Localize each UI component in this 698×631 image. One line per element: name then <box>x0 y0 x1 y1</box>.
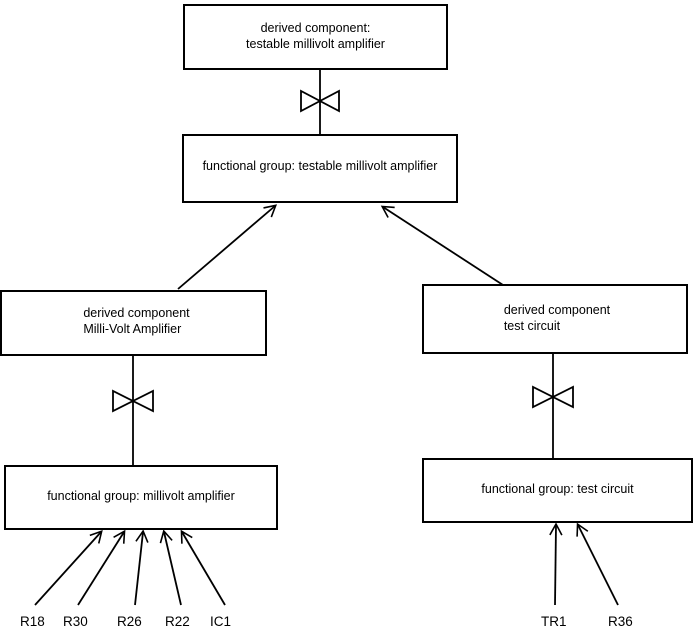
leaf-label-ic1[interactable]: IC1 <box>210 614 232 629</box>
node-functional-group-testable-millivolt-amplifier[interactable]: functional group: testable millivolt amp… <box>182 134 458 203</box>
node-derived-component-test-circuit[interactable]: derived component test circuit <box>422 284 688 354</box>
connector-tr1-to-right-fg <box>549 522 563 606</box>
connector-right-derived-to-top-fg <box>380 205 504 286</box>
connector-r18-to-left-fg <box>34 530 103 606</box>
connector-ic1-to-left-fg <box>180 529 226 606</box>
leaf-label-r26[interactable]: R26 <box>117 614 142 629</box>
node-derived-component-milli-volt-amplifier[interactable]: derived component Milli-Volt Amplifier <box>0 290 267 356</box>
node-label-line1: derived component <box>83 306 190 320</box>
bowtie-realization-icon-right <box>532 385 574 409</box>
node-label-line2: test circuit <box>503 319 561 333</box>
leaf-label-tr1[interactable]: TR1 <box>541 614 567 629</box>
node-label-line2: testable millivolt amplifier <box>246 37 385 51</box>
leaf-label-r36[interactable]: R36 <box>608 614 633 629</box>
node-label-line2: Milli-Volt Amplifier <box>83 322 182 336</box>
node-label: functional group: testable millivolt amp… <box>202 159 438 173</box>
node-label: derived component test circuit <box>504 302 610 334</box>
node-functional-group-millivolt-amplifier[interactable]: functional group: millivolt amplifier <box>4 465 278 530</box>
leaf-label-r18[interactable]: R18 <box>20 614 45 629</box>
connector-left-derived-to-top-fg <box>177 204 278 290</box>
leaf-label-r22[interactable]: R22 <box>165 614 190 629</box>
bowtie-realization-icon-top <box>300 89 340 113</box>
connector-r26-to-left-fg <box>134 529 149 606</box>
node-derived-component-testable-millivolt-amplifier[interactable]: derived component: testable millivolt am… <box>183 4 448 70</box>
node-label-line1: derived component <box>503 303 611 317</box>
connector-r22-to-left-fg <box>159 529 182 606</box>
leaf-label-r30[interactable]: R30 <box>63 614 88 629</box>
node-label: functional group: millivolt amplifier <box>47 489 235 503</box>
connector-r36-to-right-fg <box>576 522 619 606</box>
node-label-line1: derived component: <box>260 21 371 35</box>
connector-r30-to-left-fg <box>77 529 126 606</box>
node-label: derived component: testable millivolt am… <box>246 20 385 52</box>
node-label: functional group: test circuit <box>481 482 634 496</box>
node-label: derived component Milli-Volt Amplifier <box>83 305 189 337</box>
bowtie-realization-icon-left <box>112 389 154 413</box>
node-functional-group-test-circuit[interactable]: functional group: test circuit <box>422 458 693 523</box>
